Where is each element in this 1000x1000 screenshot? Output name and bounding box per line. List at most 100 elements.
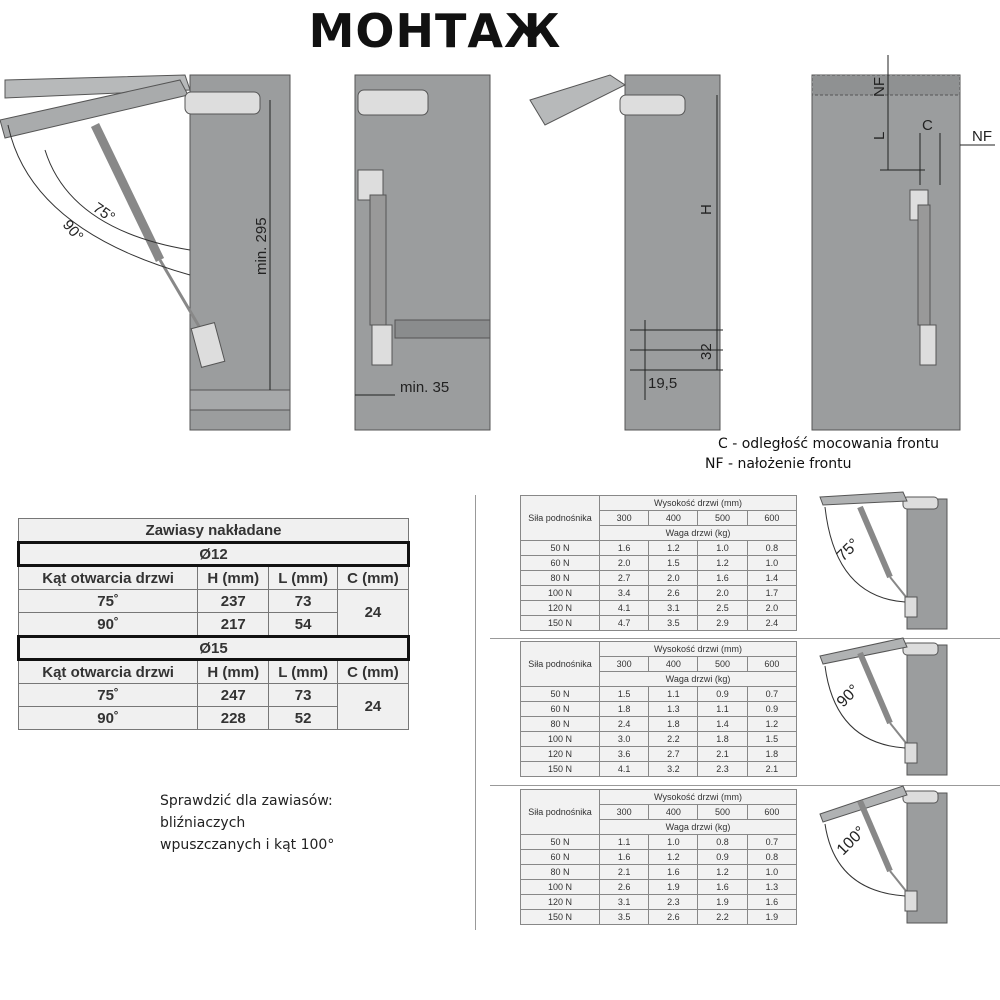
cell: 400 (648, 804, 699, 820)
note-line: Sprawdzić dla zawiasów: (160, 793, 333, 809)
cell: 3.5 (648, 615, 699, 631)
c-label: C (922, 117, 933, 134)
cell: 2.0 (697, 585, 748, 601)
hinge-table: Zawiasy nakładane Ø12 Kąt otwarcia drzwi… (17, 518, 410, 730)
mini-diagram-2: 100° (819, 785, 948, 924)
min-35-label: min. 35 (400, 379, 449, 396)
cell: 300 (598, 656, 650, 672)
cell: 1.2 (648, 849, 699, 865)
col-angle: Kąt otwarcia drzwi (17, 565, 199, 590)
angle-90-label: 90° (59, 217, 87, 245)
cell: Siła podnośnika (520, 495, 600, 541)
note-line: bliźniaczych (160, 815, 246, 831)
cell: 60 N (520, 701, 600, 717)
divider (490, 638, 1000, 639)
cell: 2.4 (746, 615, 798, 631)
note-line: wpuszczanych i kąt 100° (160, 837, 335, 853)
diagram-side-mounting: min. 35 (354, 74, 491, 431)
cell: 3.1 (648, 600, 699, 616)
cell: 2.1 (598, 864, 650, 880)
table-row: 90˚ 217 54 (17, 612, 409, 637)
cell: 2.0 (648, 570, 699, 586)
cell: 1.6 (598, 849, 650, 865)
cell: 0.9 (697, 849, 748, 865)
cell: 2.7 (648, 746, 699, 762)
cell: Siła podnośnika (520, 641, 600, 687)
cell: 2.6 (598, 879, 650, 895)
cell: 50 N (520, 686, 600, 702)
cell: 3.6 (598, 746, 650, 762)
cell: 120 N (520, 600, 600, 616)
note: Sprawdzić dla zawiasów: bliźniaczych wpu… (160, 790, 334, 856)
cell: 90˚ (17, 706, 199, 730)
cell: 4.7 (598, 615, 650, 631)
cell: 1.3 (648, 701, 699, 717)
cell: 73 (268, 589, 338, 613)
cell: 2.5 (697, 600, 748, 616)
col-angle: Kąt otwarcia drzwi (17, 659, 199, 684)
cell: 1.6 (598, 540, 650, 556)
cell: 80 N (520, 570, 600, 586)
col-l: L (mm) (268, 565, 338, 590)
cell: 2.1 (697, 746, 748, 762)
cell: 90˚ (17, 612, 199, 637)
cell: 2.2 (648, 731, 699, 747)
angle-75-label: 75° (90, 199, 118, 226)
cell: 500 (697, 510, 748, 526)
cell: 150 N (520, 615, 600, 631)
cell: 1.7 (746, 585, 798, 601)
cell: 1.8 (697, 731, 748, 747)
cell: 2.3 (648, 894, 699, 910)
cell: 3.1 (598, 894, 650, 910)
cell: 217 (197, 612, 270, 637)
cell: 1.9 (746, 909, 798, 925)
mini-diagram-1: 90° (819, 637, 948, 776)
cell: 1.6 (746, 894, 798, 910)
cell: 1.2 (746, 716, 798, 732)
cell: 2.7 (598, 570, 650, 586)
cell: 100 N (520, 731, 600, 747)
cell: 3.4 (598, 585, 650, 601)
cell: 1.1 (697, 701, 748, 717)
nf-top-label: NF (871, 77, 888, 97)
section-d15: Ø15 (17, 635, 410, 661)
cell: 4.1 (598, 600, 650, 616)
cell: Waga drzwi (kg) (599, 819, 797, 835)
cell: Siła podnośnika (520, 789, 600, 835)
diagram-front-offsets: NF L C NF (811, 55, 995, 431)
cell: 80 N (520, 864, 600, 880)
cell: 237 (197, 589, 270, 613)
cell: 1.0 (697, 540, 748, 556)
cell: 600 (746, 656, 798, 672)
cell: 1.8 (648, 716, 699, 732)
cell: 400 (648, 510, 699, 526)
cell: 2.4 (598, 716, 650, 732)
cell: 54 (268, 612, 338, 637)
angle-label: 90° (834, 682, 863, 711)
cell: 600 (746, 804, 798, 820)
cell: 1.4 (746, 570, 798, 586)
cell: 1.8 (598, 701, 650, 717)
divider (475, 495, 476, 930)
cell: 1.0 (746, 555, 798, 571)
cell: 1.1 (598, 834, 650, 850)
cell: 0.8 (697, 834, 748, 850)
cell: Wysokość drzwi (mm) (599, 641, 797, 657)
cell: 150 N (520, 909, 600, 925)
cell: 1.2 (697, 555, 748, 571)
table-row: 90˚ 228 52 (17, 706, 409, 730)
col-c: C (mm) (336, 659, 410, 684)
